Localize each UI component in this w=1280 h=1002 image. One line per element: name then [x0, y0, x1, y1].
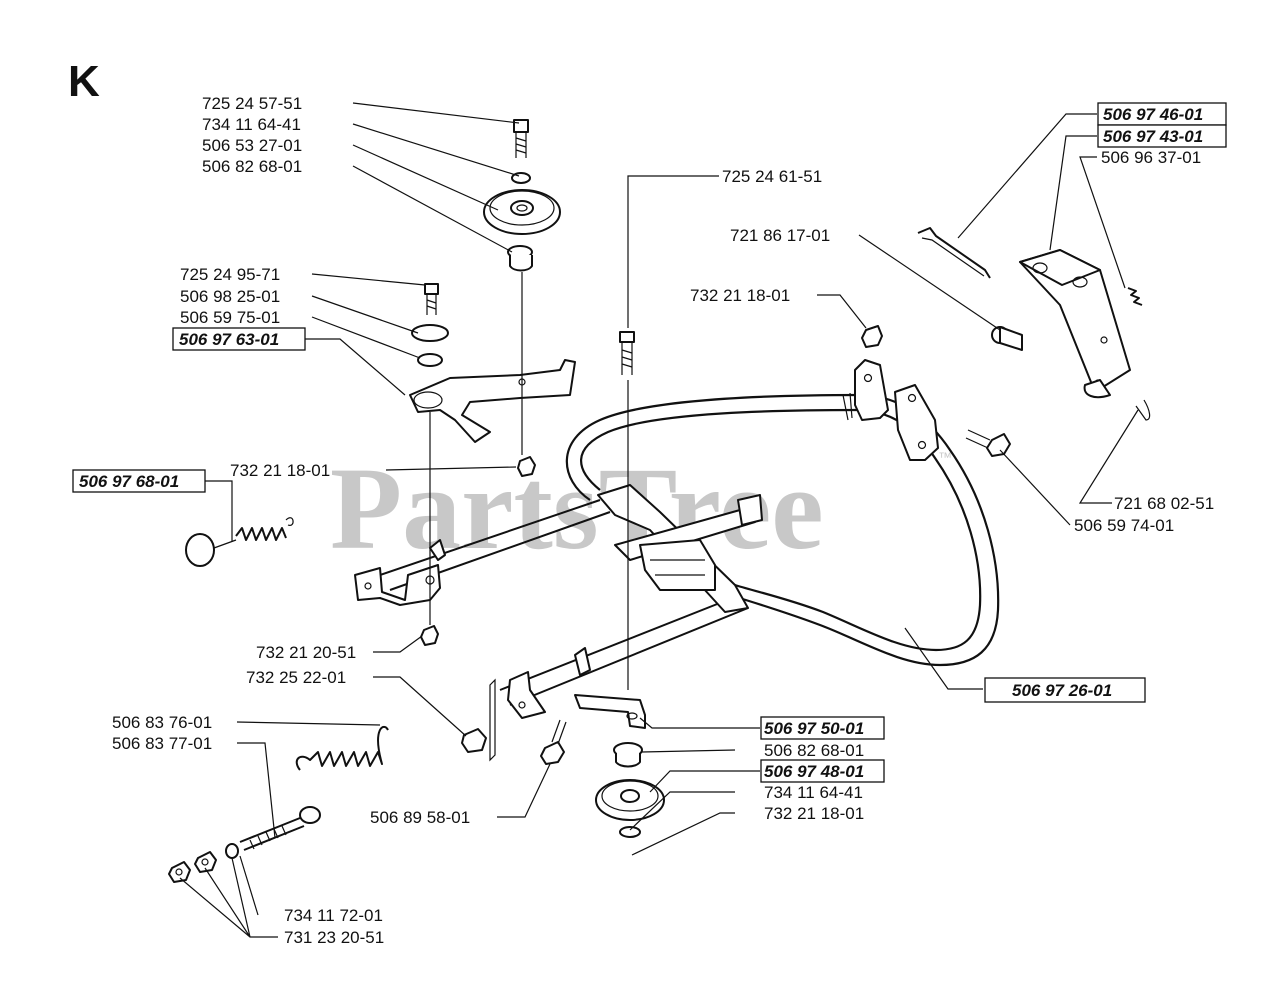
callout-c17: 721 68 02-51 [1114, 494, 1214, 513]
frame-crossbars [379, 484, 763, 706]
bolt-long-center [619, 331, 635, 375]
idler-pulley-upper [483, 189, 561, 235]
tension-spring-lower [295, 725, 389, 771]
callout-c12: 506 98 25-01 [180, 287, 280, 306]
nut-rod-2 [168, 861, 191, 883]
washer-arm-large [411, 324, 449, 342]
callout-c26: 506 97 48-01 [764, 762, 864, 781]
callout-c6: 506 97 46-01 [1103, 105, 1203, 124]
callout-c15: 732 21 18-01 [230, 461, 330, 480]
callout-c30: 734 11 72-01 [284, 906, 383, 925]
washer-arm-small [417, 353, 443, 367]
callout-c11: 725 24 95-71 [180, 265, 280, 284]
tension-rod [239, 806, 321, 851]
bolt-arm [424, 283, 439, 315]
callout-c24: 506 97 50-01 [764, 719, 864, 738]
washer-lower [619, 826, 641, 838]
callout-c27: 734 11 64-41 [764, 783, 863, 802]
watermark-trademark: ™ [938, 449, 952, 465]
highlight-box-c7 [1097, 124, 1227, 148]
idler-arm-plate [409, 359, 576, 443]
callout-c16: 506 97 68-01 [79, 472, 179, 491]
bolt-upper [513, 119, 529, 158]
frame-front-bracket [507, 671, 546, 719]
highlight-box-c24 [760, 716, 885, 740]
nut-frame-center [517, 456, 536, 477]
callout-c22: 506 83 76-01 [112, 713, 212, 732]
callout-c8: 506 96 37-01 [1101, 148, 1201, 167]
pin-lever [991, 326, 1023, 351]
hairpin-clip [1135, 399, 1151, 421]
frame-left-bracket [354, 539, 591, 676]
lower-bracket [574, 694, 646, 729]
highlight-box-c21 [984, 677, 1146, 703]
highlight-box-c26 [760, 759, 885, 783]
callout-c31: 731 23 20-51 [284, 928, 384, 947]
front-plate [489, 678, 496, 762]
callout-labels: 725 24 57-51 734 11 64-41 506 53 27-01 5… [72, 94, 1227, 947]
callout-c19: 732 21 20-51 [256, 643, 356, 662]
callout-c14: 506 97 63-01 [179, 330, 279, 349]
bolt-rear [965, 429, 1011, 457]
nut-front-flange [461, 728, 487, 753]
nut-rod-1 [194, 851, 217, 873]
frame-rear-brackets [842, 359, 939, 461]
clip-pedal [1127, 287, 1143, 306]
leader-lines [179, 102, 1139, 938]
callout-c3: 506 53 27-01 [202, 136, 302, 155]
pedal-bracket [1019, 249, 1131, 399]
highlight-box-c14 [172, 327, 306, 351]
bolt-front-flange [540, 719, 567, 765]
callout-c23: 506 83 77-01 [112, 734, 212, 753]
highlight-box-c16 [72, 469, 206, 493]
callout-c25: 506 82 68-01 [764, 741, 864, 760]
callout-c5: 725 24 61-51 [722, 167, 822, 186]
spring-hitch-pin [185, 517, 294, 567]
callout-c4: 506 82 68-01 [202, 157, 302, 176]
spacer-upper [507, 245, 533, 272]
nut-frame-left [420, 625, 439, 646]
callout-c28: 732 21 18-01 [764, 804, 864, 823]
callout-c18: 506 59 74-01 [1074, 516, 1174, 535]
callout-c2: 734 11 64-41 [202, 115, 301, 134]
callout-c21: 506 97 26-01 [1012, 681, 1112, 700]
callout-c13: 506 59 75-01 [180, 308, 280, 327]
callout-c29: 506 89 58-01 [370, 808, 470, 827]
idler-pulley-lower [595, 779, 665, 821]
callout-c20: 732 25 22-01 [246, 668, 346, 687]
spacer-lower [613, 742, 643, 768]
nut-rear-bracket [861, 325, 883, 348]
callout-c10: 732 21 18-01 [690, 286, 790, 305]
section-letter: K [68, 57, 100, 106]
washer-rod [225, 843, 239, 859]
callout-c7: 506 97 43-01 [1103, 127, 1203, 146]
callout-c1: 725 24 57-51 [202, 94, 302, 113]
callout-c9: 721 86 17-01 [730, 226, 830, 245]
lever-rod [917, 227, 991, 279]
main-frame-tube [565, 393, 1000, 667]
